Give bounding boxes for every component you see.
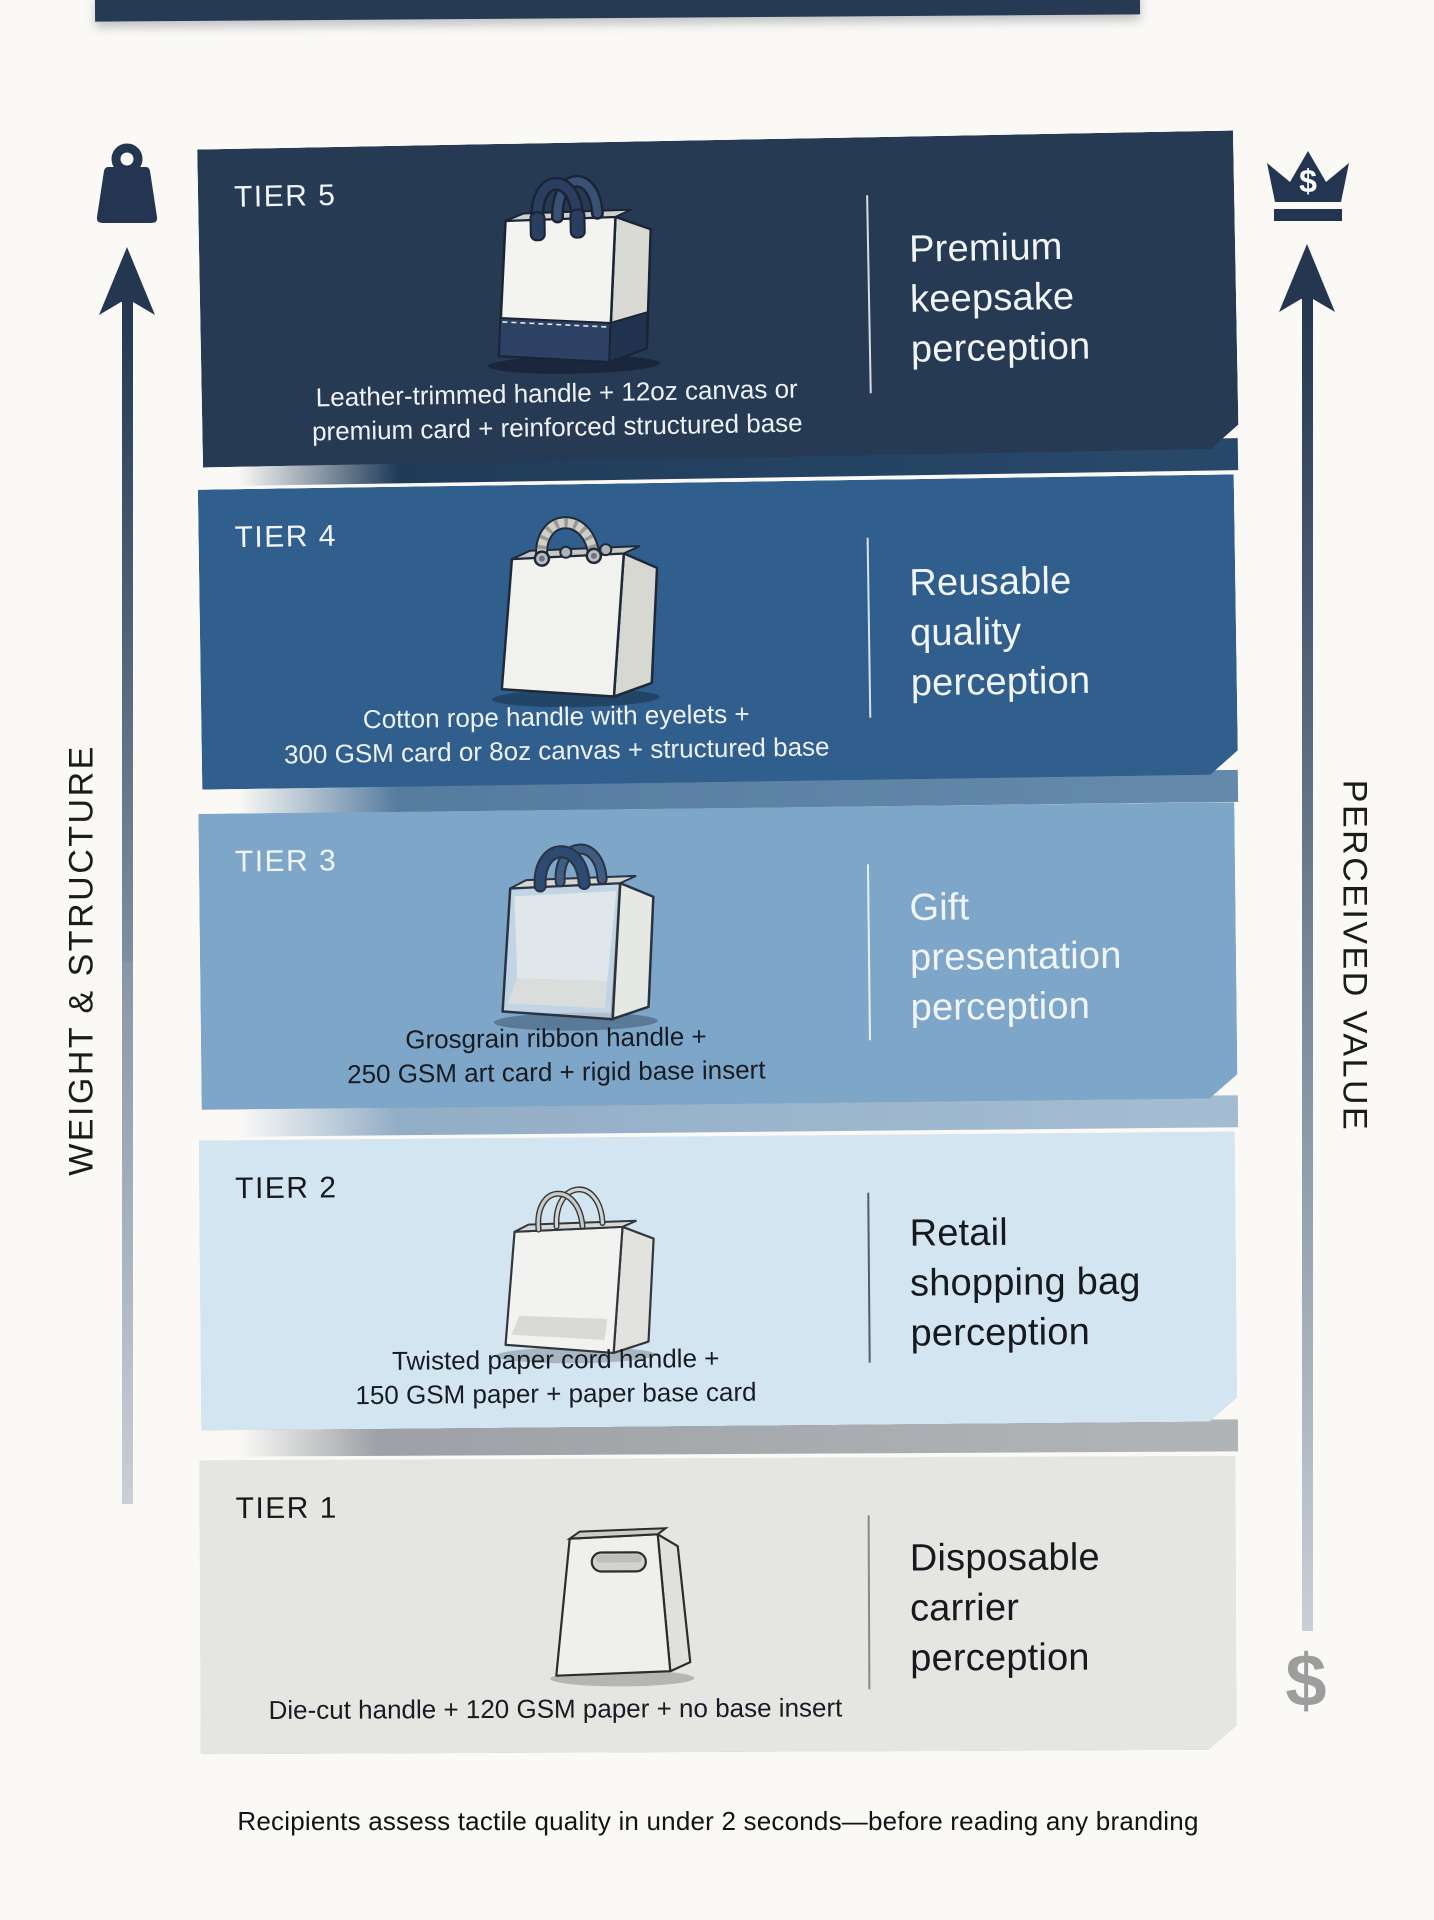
crown-dollar-symbol: $ <box>1299 163 1317 199</box>
tier1-band: TIER 1 Die-cut handle + 120 GSM paper + … <box>199 1456 1236 1755</box>
tier4-perception-line3: perception <box>910 660 1091 705</box>
tier1-description: Die-cut handle + 120 GSM paper + no base… <box>230 1691 880 1728</box>
tier4-perception: Reusable quality perception <box>909 554 1231 709</box>
tier4-label: TIER 4 <box>234 519 338 555</box>
tier4-band: TIER 4 Cotton rope handle with eyelets +… <box>198 474 1238 789</box>
tier2-label: TIER 2 <box>235 1171 338 1206</box>
tier3-label: TIER 3 <box>234 844 338 879</box>
tier3-perception-line2: presentation <box>909 934 1122 980</box>
tier5-band: TIER 5 Leather-trimmed handle + 12oz can… <box>197 131 1239 468</box>
right-axis-label: PERCEIVED VALUE <box>1335 779 1374 1133</box>
tier1-perception-line1: Disposable <box>909 1536 1100 1580</box>
low-value-dollar-symbol: $ <box>1285 1639 1327 1722</box>
tier1-perception-line3: perception <box>910 1636 1090 1680</box>
tier5-divider <box>866 195 872 393</box>
tier1-description-line1: Die-cut handle + 120 GSM paper + no base… <box>268 1692 843 1726</box>
tier5-perception-line2: keepsake <box>909 275 1075 321</box>
tier1-label: TIER 1 <box>235 1491 339 1526</box>
cotton-rope-handle-bag-icon <box>453 489 686 717</box>
tier2-description: Twisted paper cord handle + 150 GSM pape… <box>231 1341 882 1414</box>
weight-icon <box>96 143 158 223</box>
tier2-divider <box>867 1193 870 1363</box>
tier1-perception: Disposable carrier perception <box>910 1532 1231 1684</box>
tier2-description-line1: Twisted paper cord handle + <box>391 1343 720 1377</box>
tier2-perception: Retail shopping bag perception <box>909 1206 1230 1359</box>
crown-dollar-icon: $ <box>1267 151 1349 221</box>
tier2-perception-line2: shopping bag <box>909 1260 1141 1305</box>
top-cropped-band-strip <box>94 0 1141 22</box>
tier1-perception-line2: carrier <box>909 1587 1020 1630</box>
twisted-paper-cord-bag-icon <box>454 1142 686 1369</box>
grosgrain-ribbon-handle-bag-icon <box>453 814 686 1042</box>
right-up-arrow-icon <box>1279 244 1335 1631</box>
tier3-perception: Gift presentation perception <box>909 879 1231 1033</box>
die-cut-handle-bag-icon <box>499 1468 730 1694</box>
tier1-divider <box>868 1515 871 1689</box>
tier4-description: Cotton rope handle with eyelets + 300 GS… <box>231 696 882 773</box>
left-up-arrow-icon <box>99 247 155 1504</box>
tier5-label: TIER 5 <box>233 178 337 214</box>
tier3-band: TIER 3 Grosgrain ribbon handle + 250 GSM… <box>198 802 1237 1110</box>
left-axis-label: WEIGHT & STRUCTURE <box>62 744 101 1176</box>
tier3-description-line2: 250 GSM art card + rigid base insert <box>346 1054 766 1090</box>
tier5-description: Leather-trimmed handle + 12oz canvas or … <box>231 371 882 450</box>
navy-trim-canvas-tote-bag-icon <box>452 155 686 384</box>
tier4-divider <box>867 538 872 718</box>
tier5-perception: Premium keepsake perception <box>909 219 1232 375</box>
tier3-perception-line3: perception <box>910 985 1091 1030</box>
tier5-perception-line3: perception <box>910 325 1091 372</box>
tier4-perception-line1: Reusable <box>908 560 1072 605</box>
tier2-perception-line1: Retail <box>909 1211 1009 1255</box>
tier3-divider <box>867 864 871 1040</box>
tier2-band: TIER 2 Twisted paper cord handle + 150 G… <box>199 1131 1237 1430</box>
tier3-perception-line1: Gift <box>909 886 970 930</box>
tier2-description-line2: 150 GSM paper + paper base card <box>355 1376 757 1411</box>
tier5-perception-line1: Premium <box>908 225 1063 271</box>
tier3-description: Grosgrain ribbon handle + 250 GSM art ca… <box>231 1019 882 1094</box>
tier4-perception-line2: quality <box>909 610 1022 655</box>
footer-caption: Recipients assess tactile quality in und… <box>237 1806 1199 1836</box>
tier2-perception-line3: perception <box>910 1311 1091 1355</box>
